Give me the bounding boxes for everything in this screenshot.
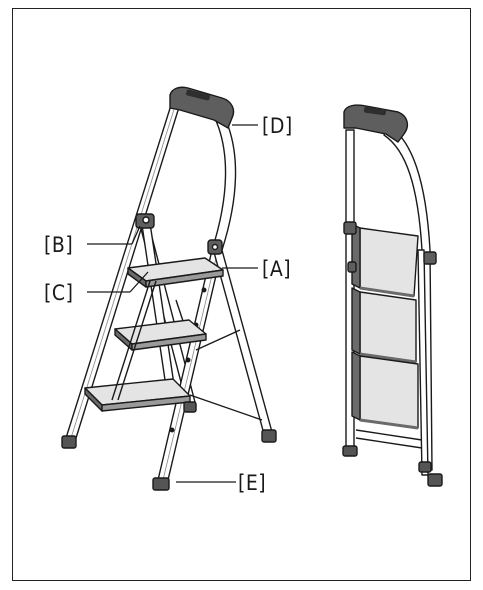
folded-step-middle	[351, 287, 417, 364]
folded-step-bottom	[351, 351, 419, 430]
label-b: [B]	[44, 233, 73, 257]
lock-mechanism	[207, 239, 223, 255]
folded-step-top	[351, 223, 419, 298]
label-a: [A]	[262, 257, 291, 281]
ladder-folded-view	[342, 104, 443, 487]
label-c: [C]	[44, 281, 73, 305]
folded-hinge-left	[343, 221, 357, 235]
step-bottom	[84, 378, 191, 412]
label-d: [D]	[262, 114, 293, 138]
front-right-leg	[157, 111, 237, 481]
folded-feet	[342, 445, 443, 487]
folded-top-grip	[343, 104, 409, 143]
folded-hinge-right	[423, 251, 437, 265]
step-top	[127, 257, 224, 288]
top-handle-grip	[169, 86, 235, 129]
feet	[61, 401, 277, 491]
hinge-joint	[135, 213, 155, 229]
ladder-open-view	[61, 86, 277, 491]
label-e: [E]	[238, 471, 266, 495]
leader-lines	[87, 124, 258, 483]
